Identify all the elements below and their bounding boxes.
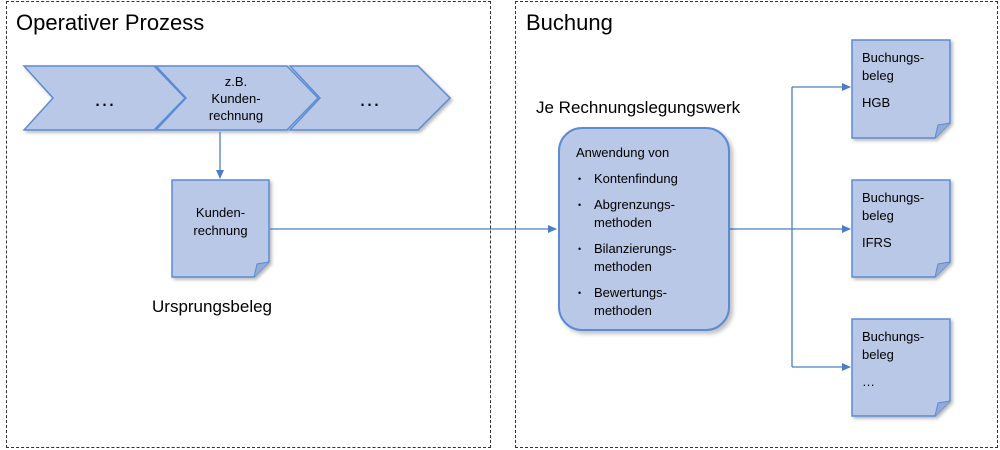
booking-document-3-fold bbox=[934, 400, 951, 417]
booking-document-1-standard: HGB bbox=[862, 95, 891, 110]
application-item-kontenfindung: Kontenfindung bbox=[576, 170, 678, 188]
process-step-2-shape bbox=[154, 65, 320, 131]
booking-document-1-title: Buchungs- beleg bbox=[862, 50, 925, 83]
booking-title: Buchung bbox=[526, 10, 613, 35]
booking-document-3-standard: … bbox=[862, 374, 875, 389]
booking-document-3-title: Buchungs- beleg bbox=[862, 329, 925, 362]
process-step-2-label: z.B. Kunden- rechnung bbox=[208, 73, 264, 123]
origin-document-caption: Ursprungsbeleg bbox=[152, 297, 273, 316]
origin-document-label: Kunden- rechnung bbox=[193, 205, 248, 238]
application-item-abgrenzung: Abgrenzungs- methoden bbox=[576, 196, 678, 232]
booking-document-2-fold bbox=[934, 261, 951, 278]
application-list: Kontenfindung Abgrenzungs- methoden Bila… bbox=[576, 170, 678, 328]
application-item-bilanzierung: Bilanzierungs- methoden bbox=[576, 240, 678, 276]
booking-document-1-fold bbox=[934, 122, 951, 139]
process-step-3-shape bbox=[288, 65, 452, 131]
application-heading: Anwendung von bbox=[576, 145, 670, 160]
booking-document-2-title: Buchungs- beleg bbox=[862, 190, 925, 223]
operational-process-panel bbox=[6, 1, 491, 448]
process-step-3-label: … bbox=[358, 85, 382, 111]
origin-document-fold bbox=[253, 261, 270, 278]
process-step-1-label: … bbox=[93, 85, 117, 111]
booking-panel bbox=[515, 1, 998, 448]
application-item-bewertung: Bewertungs- methoden bbox=[576, 284, 678, 320]
per-standard-label: Je Rechnungslegungswerk bbox=[536, 98, 741, 117]
operational-process-title: Operativer Prozess bbox=[16, 10, 205, 35]
application-box: Anwendung von Kontenfindung Abgrenzungs-… bbox=[558, 127, 730, 331]
process-step-1-shape bbox=[22, 65, 187, 131]
booking-document-2-standard: IFRS bbox=[862, 235, 892, 250]
